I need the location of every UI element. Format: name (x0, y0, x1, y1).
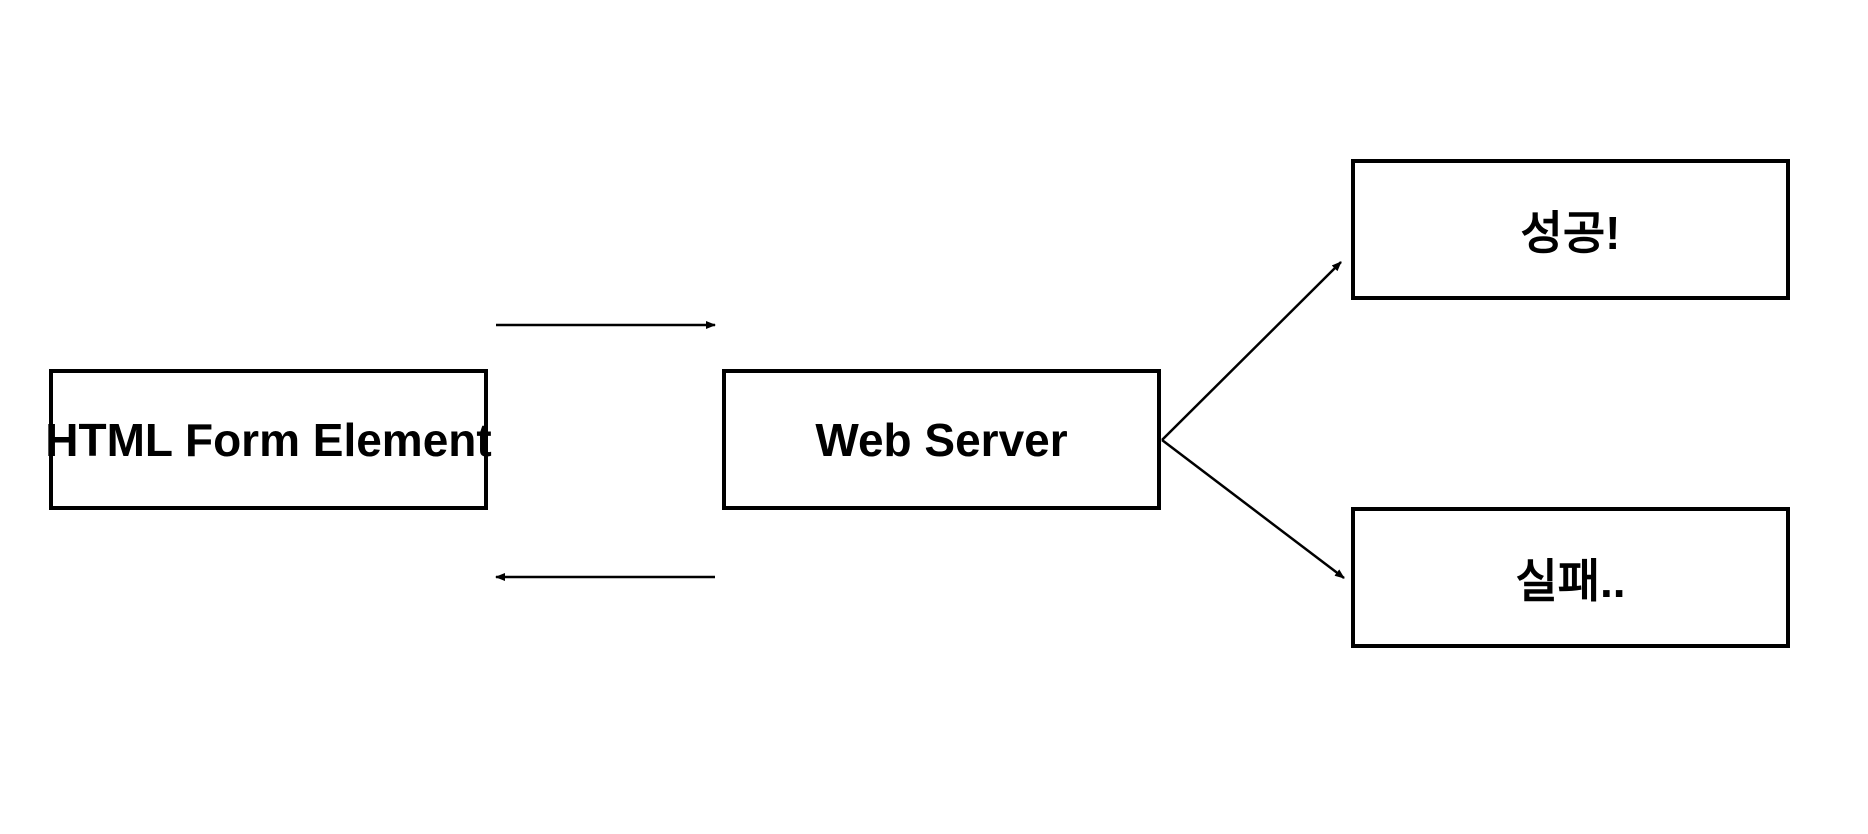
html-form-element-box: HTML Form Element (45, 369, 492, 510)
web-server-label: Web Server (815, 413, 1068, 466)
success-label: 성공! (1520, 206, 1621, 259)
success-box: 성공! (1351, 159, 1790, 300)
web-server-box: Web Server (722, 369, 1161, 510)
html-form-element-label: HTML Form Element (45, 413, 492, 466)
success-arrow (1161, 261, 1342, 441)
failure-box: 실패.. (1351, 507, 1790, 648)
failure-label: 실패.. (1515, 554, 1626, 607)
failure-arrow (1161, 439, 1345, 579)
